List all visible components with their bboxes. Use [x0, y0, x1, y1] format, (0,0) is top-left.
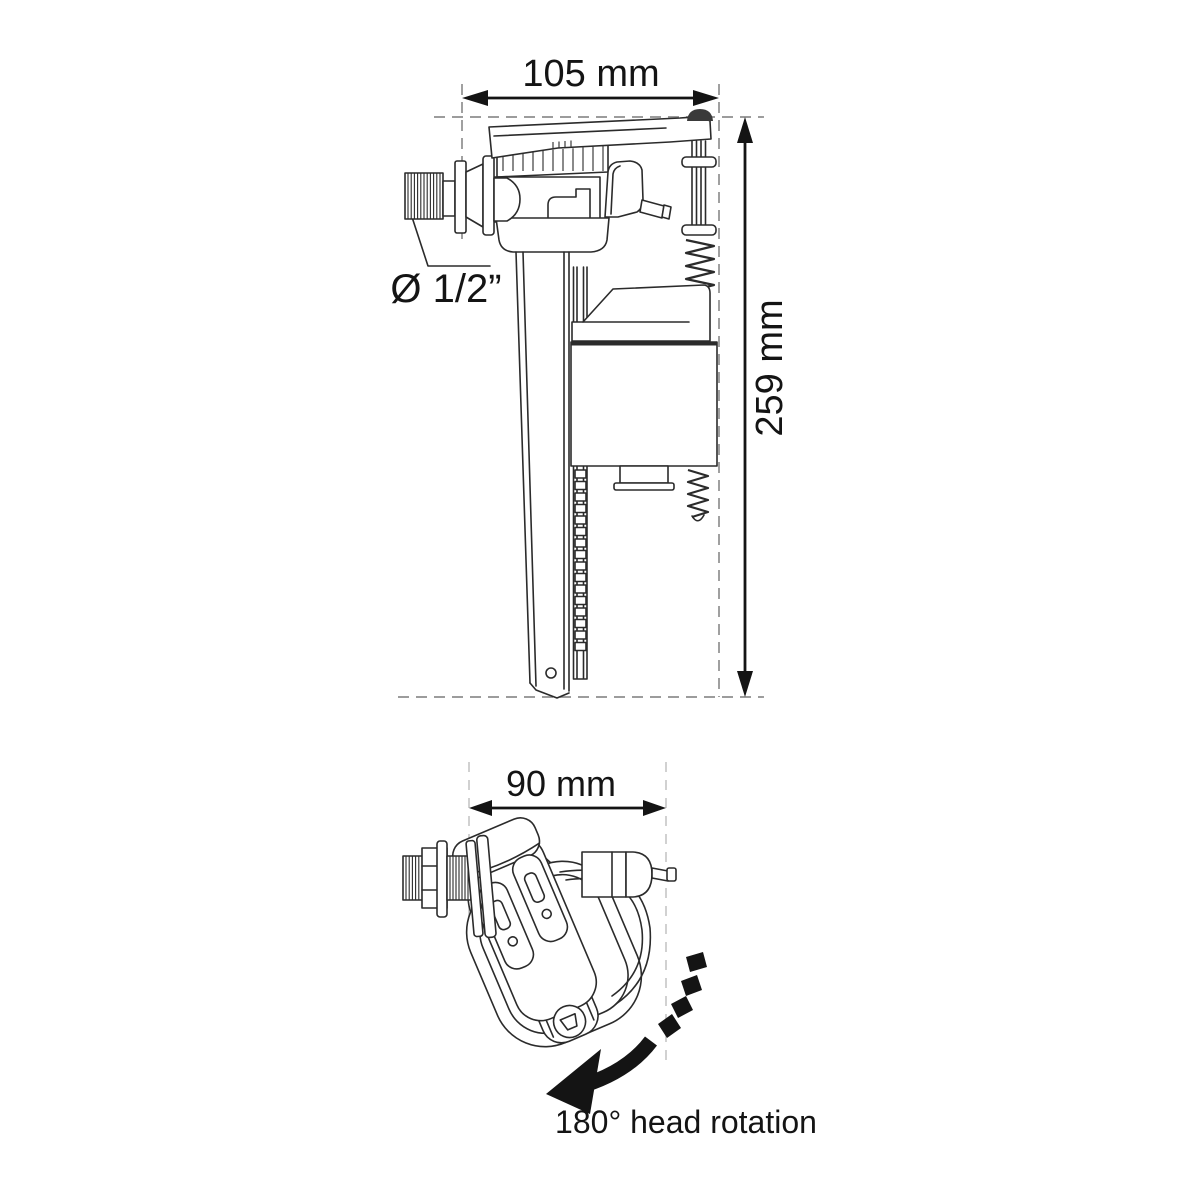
sealing-cone [465, 163, 484, 228]
adjusting-screw-tip [691, 514, 705, 522]
locknut-plate [454, 160, 467, 234]
head-width-dimension-label: 90 mm [506, 763, 616, 804]
head-thread-hatching-right [449, 856, 469, 900]
inlet-thread-hatching [407, 173, 441, 219]
float-outlet [619, 465, 669, 484]
arrow-up-icon [737, 117, 753, 143]
inlet-neck [442, 180, 456, 217]
thread-size-label: Ø 1/2” [390, 267, 501, 311]
float-body [570, 341, 718, 467]
top-arm-inner-line [493, 127, 667, 137]
rotation-arc-dash-4 [658, 1014, 681, 1038]
rod-spring [684, 238, 716, 293]
face-plate-right-screw [541, 908, 553, 920]
rotation-annotation: 180° head rotation [546, 952, 817, 1140]
callout-leader-line [410, 213, 491, 267]
rotation-arc-dash-3 [671, 996, 693, 1018]
lever-pin [639, 199, 665, 219]
lever-fin-inner-line [610, 165, 621, 215]
head-view-construction-lines [468, 762, 667, 1062]
rod-washer-upper [681, 156, 717, 168]
side-view-width-dimension: 105 mm [462, 53, 719, 106]
body-cup [495, 217, 610, 253]
body-step-detail [547, 188, 591, 223]
rotation-arrowhead-icon [546, 1049, 601, 1114]
lever-pin-tip [661, 204, 672, 220]
float-outlet-lip [613, 482, 675, 491]
head-view-width-dimension: 90 mm [469, 763, 666, 816]
head-flange-group [465, 834, 497, 939]
side-view-figure: 105 mm 259 mm Ø 1/2” [390, 53, 791, 699]
face-plate-left-screw [507, 936, 519, 947]
rotation-label: 180° head rotation [555, 1104, 817, 1140]
head-washer [436, 840, 448, 918]
face-plate-right-slot [523, 872, 546, 903]
head-cylinder-group [451, 817, 598, 1039]
height-dimension-label: 259 mm [749, 299, 791, 436]
nozzle-body [581, 851, 627, 898]
head-view-figure: 90 mm [402, 762, 817, 1140]
adjusting-screw [686, 468, 710, 519]
shaft-bottom-edge [529, 682, 570, 699]
arm-end-cap [687, 109, 713, 121]
mounting-flange [482, 155, 495, 236]
top-arm-ticks [552, 140, 572, 148]
arrow-right-icon [693, 90, 719, 106]
arrow-left-icon [469, 800, 492, 816]
pivot-boss-screw-slot [559, 1012, 578, 1031]
side-view-thread-callout: Ø 1/2” [390, 213, 502, 311]
arrow-down-icon [737, 671, 753, 697]
adjustment-ring-ribs [502, 145, 604, 171]
valve-head-drawing [402, 817, 677, 1048]
shaft-tube-lines [515, 251, 570, 692]
side-view-height-dimension: 259 mm [737, 117, 791, 697]
valve-side-view-drawing [404, 109, 718, 699]
float-rod [691, 140, 707, 226]
arrow-right-icon [643, 800, 666, 816]
nozzle-cap [625, 851, 653, 898]
shaft-bottom-hole [545, 667, 557, 679]
rotation-arc-dash-1 [686, 952, 707, 972]
arrow-left-icon [462, 90, 488, 106]
nozzle-pin-tip [666, 867, 677, 882]
rotation-arc-dash-2 [681, 975, 702, 996]
head-flange-plate-inner [476, 834, 497, 939]
head-flange-plate-outer [465, 839, 484, 938]
inlet-elbow [493, 177, 521, 222]
float-top-housing [571, 284, 711, 342]
rod-washer-lower [681, 224, 717, 236]
ratchet-teeth [574, 469, 587, 652]
head-thread-hatching-left [405, 856, 423, 900]
nozzle-pin [651, 867, 669, 882]
width-dimension-label: 105 mm [522, 53, 659, 95]
